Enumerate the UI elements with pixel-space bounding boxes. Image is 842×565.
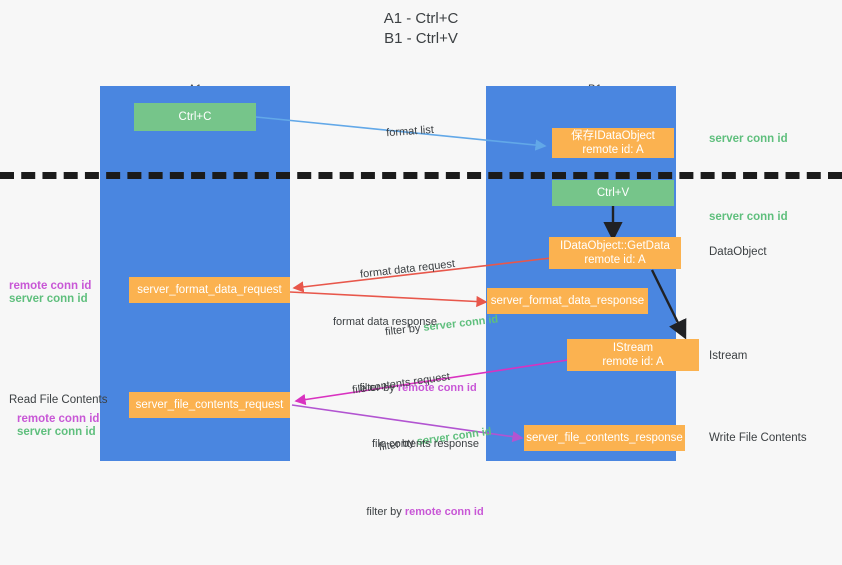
right-label-server-conn-id-mid: server conn id (709, 211, 788, 223)
node-idataobject-getdata[interactable]: IDataObject::GetData remote id: A (549, 237, 681, 269)
edge-label-format-data-response-line1: format data response (333, 316, 437, 328)
node-ctrl-v[interactable]: Ctrl+V (552, 180, 674, 206)
right-label-write-file-contents: Write File Contents (709, 432, 807, 444)
edge-label-format-data-response-prefix: filter by (359, 382, 398, 394)
node-server-file-contents-response-label: server_file_contents_response (526, 432, 683, 444)
edge-label-format-list: format list (373, 108, 436, 157)
edge-label-format-list-text: format list (385, 123, 435, 140)
node-istream-line2: remote id: A (602, 356, 664, 368)
edge-label-format-data-response-line2: filter by remote conn id (341, 366, 477, 411)
node-server-format-data-request-label: server_format_data_request (137, 284, 282, 296)
edge-label-format-data-response: format data response filter by remote co… (333, 285, 477, 441)
node-ctrl-v-label: Ctrl+V (596, 187, 630, 199)
node-istream-line1: IStream (612, 342, 654, 354)
node-save-idataobject-line1: 保存IDataObject (571, 130, 655, 142)
left-label-read-file-contents: Read File Contents (9, 394, 108, 406)
page-title: A1 - Ctrl+C B1 - Ctrl+V (383, 10, 459, 47)
edge-label-file-contents-request-line1: file contents request (351, 370, 451, 397)
node-save-idataobject-line2: remote id: A (582, 144, 644, 156)
right-label-dataobject: DataObject (709, 246, 767, 258)
left-label-remote-conn-id-bottom: remote conn id (17, 413, 100, 425)
edge-label-file-contents-response: file contents response filter by remote … (348, 407, 484, 565)
node-istream[interactable]: IStream remote id: A (567, 339, 699, 371)
node-server-format-data-response[interactable]: server_format_data_response (487, 288, 648, 314)
node-idataobject-getdata-line1: IDataObject::GetData (560, 240, 670, 252)
node-ctrl-c[interactable]: Ctrl+C (134, 103, 256, 131)
node-server-format-data-request[interactable]: server_format_data_request (129, 277, 290, 303)
right-label-istream: Istream (709, 350, 748, 362)
node-server-file-contents-request-label: server_file_contents_request (135, 399, 284, 411)
edge-label-file-contents-response-token: remote conn id (404, 506, 484, 518)
node-server-format-data-response-label: server_format_data_response (490, 295, 645, 307)
ctrl-c-ctrl-v-divider (0, 172, 842, 179)
edge-label-format-data-response-token: remote conn id (397, 382, 477, 394)
edge-label-file-contents-response-line2: filter by remote conn id (348, 490, 484, 535)
node-server-file-contents-request[interactable]: server_file_contents_request (129, 392, 290, 418)
left-label-server-conn-id-mid: server conn id (9, 293, 88, 305)
node-ctrl-c-label: Ctrl+C (178, 111, 212, 123)
node-save-idataobject[interactable]: 保存IDataObject remote id: A (552, 128, 674, 158)
edge-label-file-contents-response-line1: file contents response (372, 438, 480, 450)
node-idataobject-getdata-line2: remote id: A (584, 254, 646, 266)
left-label-server-conn-id-bottom: server conn id (17, 426, 96, 438)
edge-label-format-data-request-line1: format data request (359, 257, 456, 281)
edge-label-file-contents-response-prefix: filter by (366, 506, 405, 518)
diagram-canvas: A1 - Ctrl+C B1 - Ctrl+V A1 remote B1 con… (0, 10, 842, 518)
node-server-file-contents-response[interactable]: server_file_contents_response (524, 425, 685, 451)
left-label-remote-conn-id-mid: remote conn id (9, 280, 92, 292)
right-label-server-conn-id-top: server conn id (709, 133, 788, 145)
